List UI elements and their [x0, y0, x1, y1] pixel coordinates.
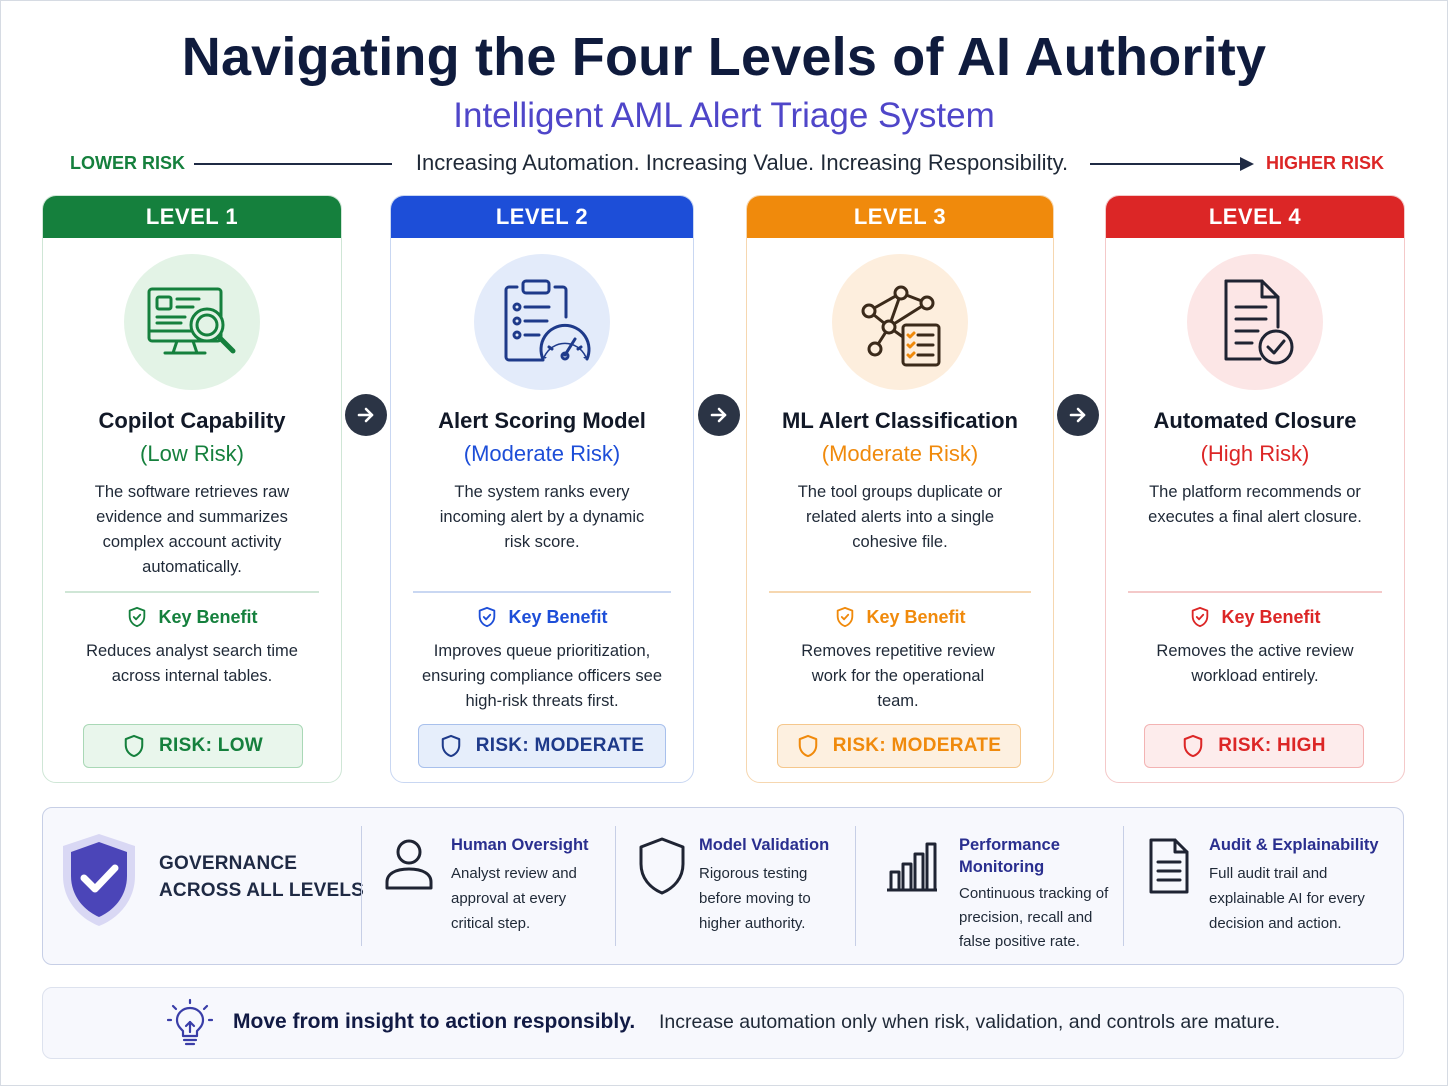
- key-benefit-label: Key Benefit: [1221, 606, 1321, 627]
- key-benefit-label: Key Benefit: [866, 606, 966, 627]
- governance-shield-icon: [59, 832, 139, 933]
- level-3-header: LEVEL 3: [747, 196, 1053, 238]
- person-icon: [383, 836, 435, 897]
- axis-line-left: [194, 163, 392, 165]
- governance-divider: [855, 826, 856, 946]
- level-2-description: The system ranks every incoming alert by…: [439, 483, 645, 551]
- level-4-benefit: Removes the active review workload entir…: [1156, 642, 1354, 685]
- level-3-risk-badge: RISK: MODERATE: [777, 724, 1021, 768]
- monitor-search-icon: [124, 254, 260, 390]
- level-2-key-benefit: Key Benefit: [391, 606, 693, 628]
- footer-text: Increase automation only when risk, vali…: [659, 1011, 1281, 1033]
- governance-title: GOVERNANCE ACROSS ALL LEVELS: [159, 853, 365, 901]
- next-arrow-1-icon: [345, 394, 387, 436]
- shield-check-icon: [479, 606, 496, 628]
- page-subtitle: Intelligent AML Alert Triage System: [453, 96, 995, 135]
- level-2-header: LEVEL 2: [391, 196, 693, 238]
- level-4-risk-badge: RISK: HIGH: [1144, 724, 1364, 768]
- level-3-risk: (Moderate Risk): [821, 441, 979, 466]
- level-2-card: LEVEL 2 Alert Scoring Model (Moderate Ri…: [390, 195, 694, 783]
- key-benefit-label: Key Benefit: [508, 606, 608, 627]
- shield-check-icon: [129, 606, 146, 628]
- level-1-name: Copilot Capability: [98, 408, 286, 433]
- level-2-risk: (Moderate Risk): [463, 441, 621, 466]
- level-2-benefit: Improves queue prioritization, ensuring …: [422, 642, 662, 710]
- level-1-card: LEVEL 1 Copilot Capability (Low Risk) Th…: [42, 195, 342, 783]
- shield-outline-icon: [798, 734, 817, 758]
- level-3-description: The tool groups duplicate or related ale…: [797, 483, 1003, 551]
- level-2-risk-badge: RISK: MODERATE: [418, 724, 666, 768]
- shield-outline-icon: [1183, 734, 1203, 758]
- level-4-card: LEVEL 4 Automated Closure (High Risk) Th…: [1105, 195, 1405, 783]
- level-1-separator: [65, 591, 319, 593]
- page-title: Navigating the Four Levels of AI Authori…: [181, 27, 1267, 87]
- level-1-header: LEVEL 1: [43, 196, 341, 238]
- level-4-risk: (High Risk): [1200, 441, 1310, 466]
- risk-axis: LOWER RISK Increasing Automation. Increa…: [0, 148, 1448, 180]
- level-1-risk-badge: RISK: LOW: [83, 724, 303, 768]
- document-icon: [1147, 836, 1191, 901]
- level-2-name: Alert Scoring Model: [438, 408, 646, 433]
- governance-divider: [615, 826, 616, 946]
- shield-outline-icon: [124, 734, 144, 758]
- level-3-benefit: Removes repetitive review work for the o…: [801, 642, 995, 710]
- level-4-separator: [1128, 591, 1382, 593]
- level-4-name: Automated Closure: [1153, 408, 1357, 433]
- level-3-key-benefit: Key Benefit: [747, 606, 1053, 628]
- shield-icon: [637, 836, 687, 901]
- level-3-name: ML Alert Classification: [782, 408, 1018, 433]
- shield-check-icon: [1192, 606, 1209, 628]
- level-3-separator: [769, 591, 1031, 593]
- level-4-description: The platform recommends or executes a fi…: [1148, 483, 1362, 526]
- clipboard-gauge-icon: [474, 254, 610, 390]
- shield-check-icon: [837, 606, 854, 628]
- governance-panel: GOVERNANCE ACROSS ALL LEVELS Human Overs…: [42, 807, 1404, 965]
- footer-banner: Move from insight to action responsibly.…: [42, 987, 1404, 1059]
- level-1-risk: (Low Risk): [140, 441, 244, 466]
- key-benefit-label: Key Benefit: [158, 606, 258, 627]
- lower-risk-label: LOWER RISK: [70, 153, 185, 173]
- axis-line-right: [1090, 163, 1242, 165]
- lightbulb-icon: [166, 998, 214, 1053]
- level-4-key-benefit: Key Benefit: [1106, 606, 1404, 628]
- level-3-card: LEVEL 3 ML Alert Classification (Moderat…: [746, 195, 1054, 783]
- higher-risk-label: HIGHER RISK: [1265, 153, 1384, 173]
- level-1-benefit: Reduces analyst search time across inter…: [86, 642, 298, 685]
- shield-outline-icon: [441, 734, 460, 758]
- next-arrow-2-icon: [698, 394, 740, 436]
- document-check-icon: [1187, 254, 1323, 390]
- level-4-header: LEVEL 4: [1106, 196, 1404, 238]
- level-1-description: The software retrieves raw evidence and …: [94, 483, 290, 576]
- bar-chart-icon: [885, 838, 939, 899]
- next-arrow-3-icon: [1057, 394, 1099, 436]
- level-1-key-benefit: Key Benefit: [43, 606, 341, 628]
- governance-divider: [361, 826, 362, 946]
- footer-headline: Move from insight to action responsibly.: [233, 1010, 636, 1033]
- level-2-separator: [413, 591, 671, 593]
- axis-text: Increasing Automation. Increasing Value.…: [415, 150, 1069, 175]
- network-checklist-icon: [832, 254, 968, 390]
- governance-divider: [1123, 826, 1124, 946]
- axis-arrow-icon: [1240, 157, 1254, 171]
